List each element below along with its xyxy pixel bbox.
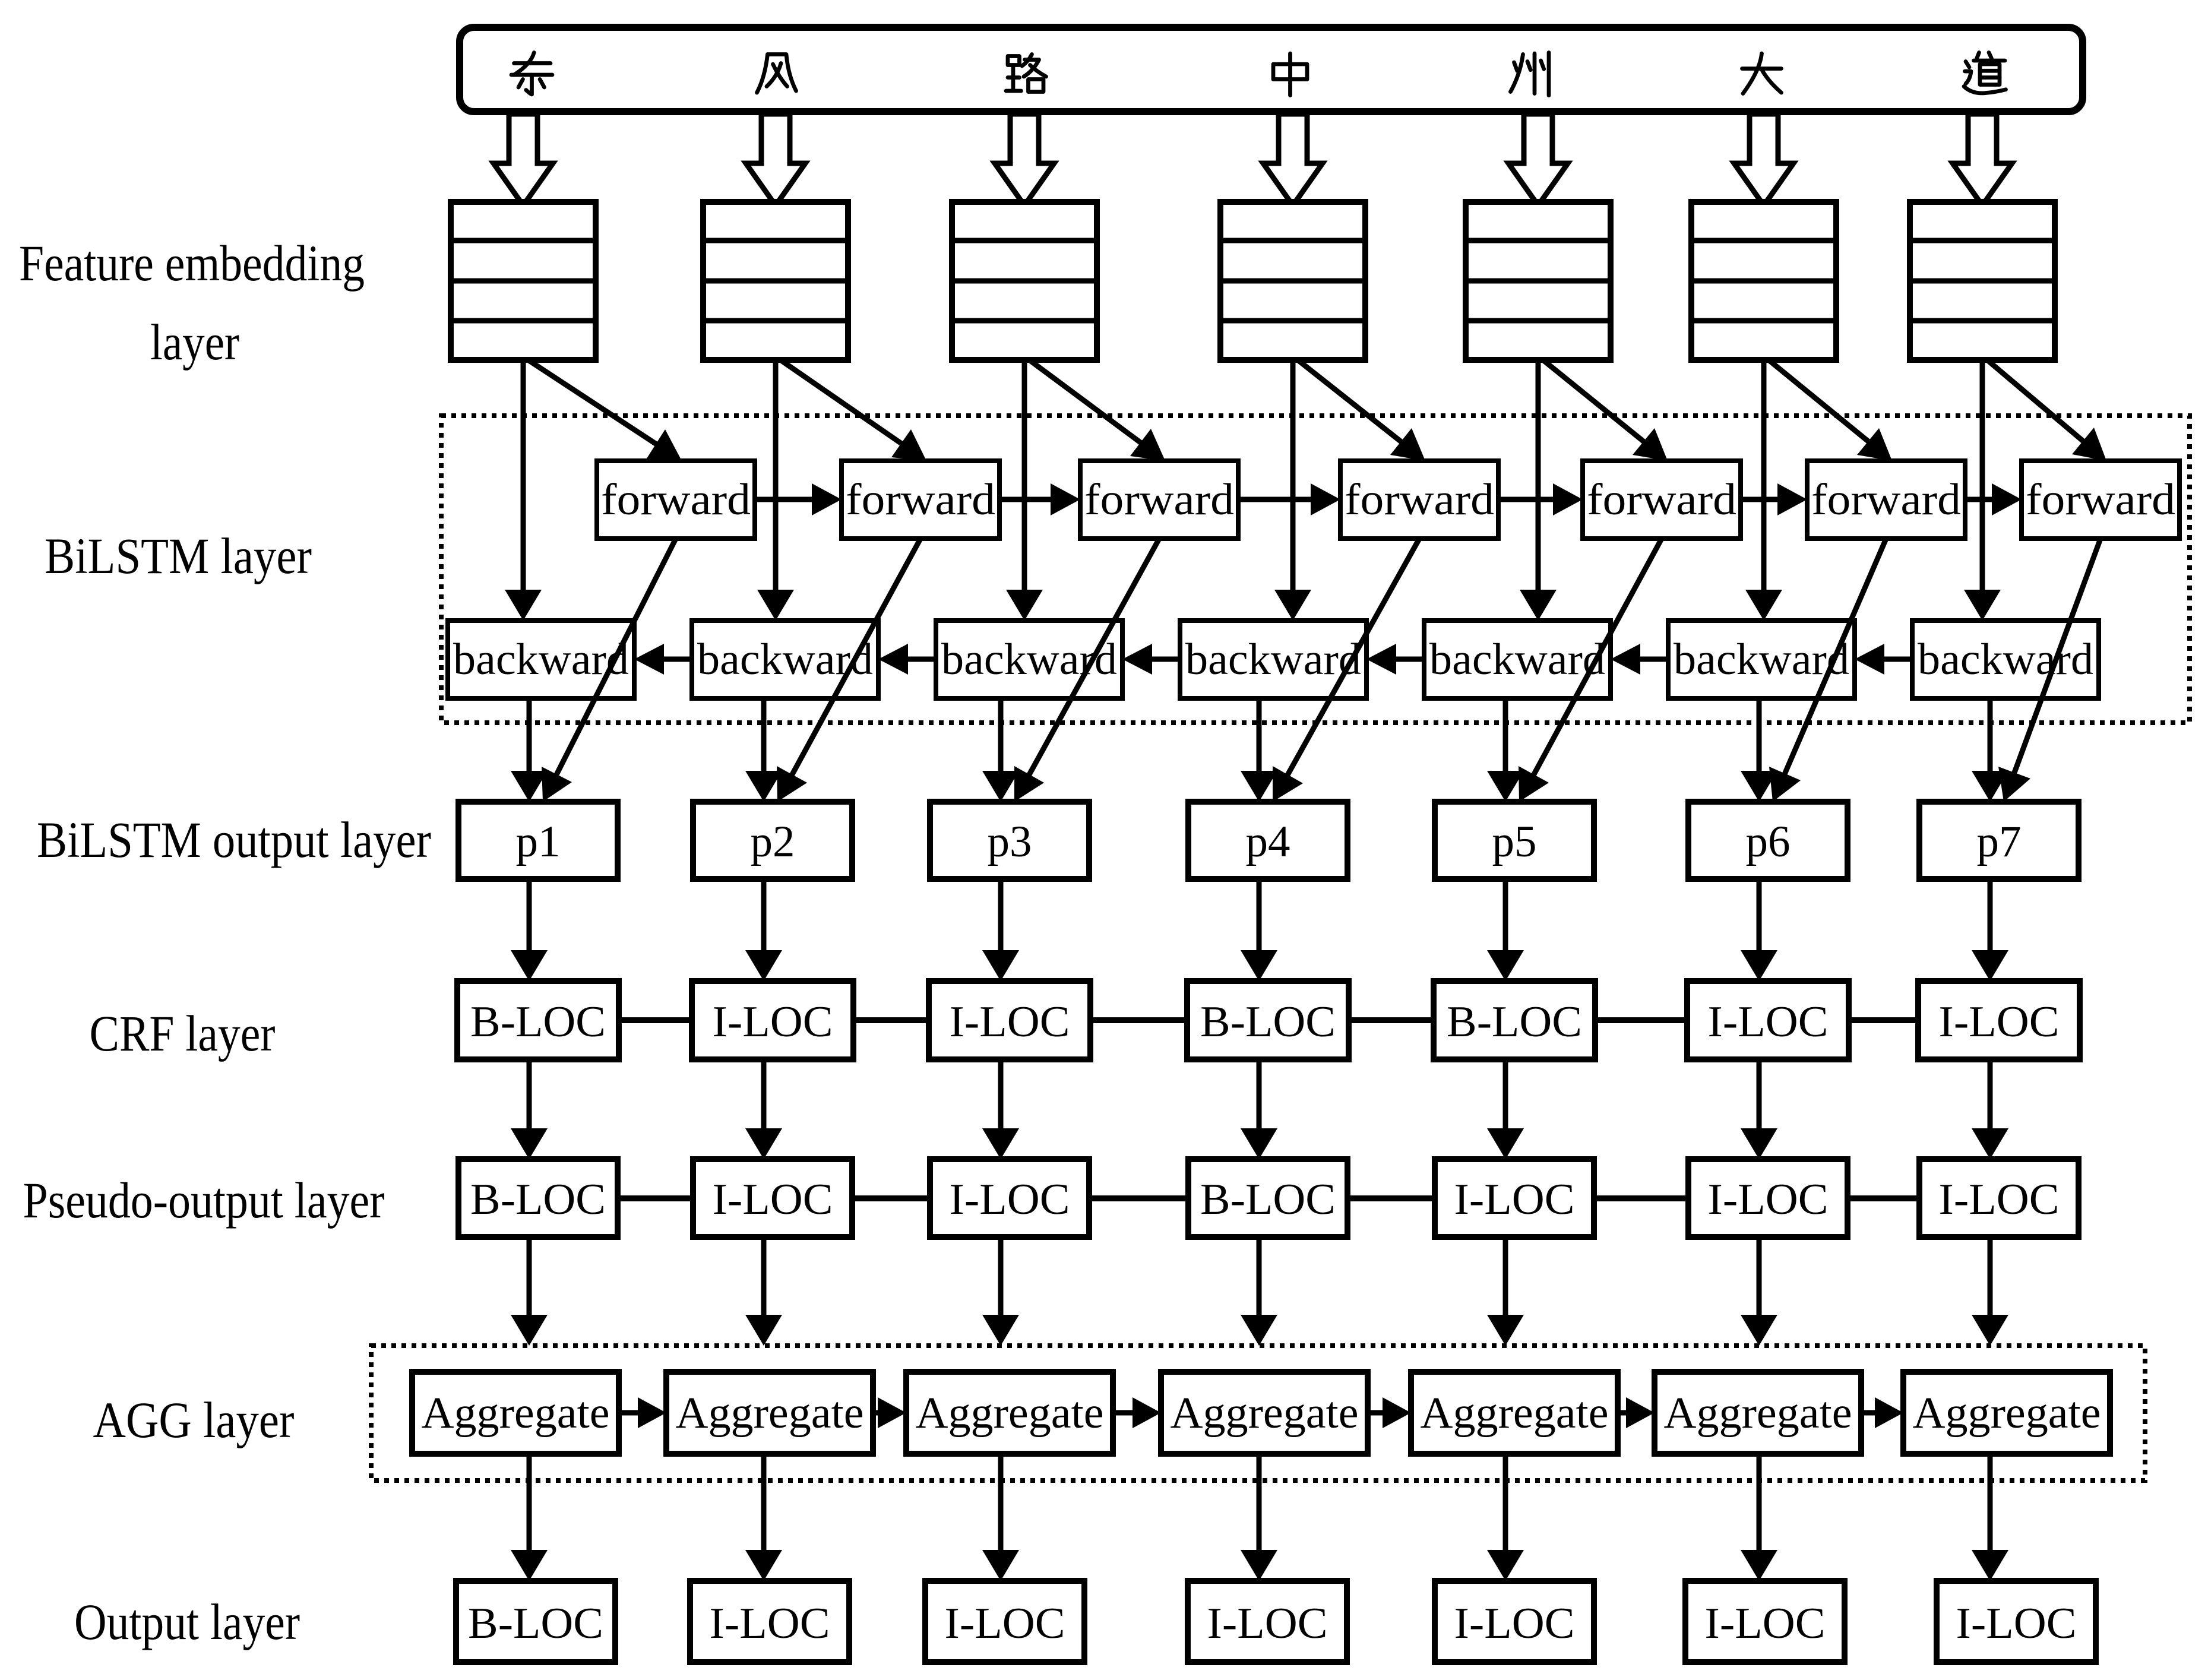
svg-text:p2: p2 (751, 817, 795, 866)
svg-text:p1: p1 (516, 817, 561, 866)
svg-text:BiLSTM output layer: BiLSTM output layer (37, 811, 431, 868)
svg-text:B-LOC: B-LOC (1447, 998, 1582, 1046)
svg-text:Aggregate: Aggregate (1913, 1388, 2101, 1438)
svg-text:backward: backward (1674, 635, 1849, 684)
svg-text:I-LOC: I-LOC (1454, 1175, 1575, 1224)
svg-text:I-LOC: I-LOC (1708, 998, 1829, 1046)
svg-text:Output layer: Output layer (74, 1593, 300, 1650)
svg-text:Aggregate: Aggregate (422, 1388, 610, 1438)
svg-text:Pseudo-output layer: Pseudo-output layer (23, 1172, 385, 1229)
svg-text:B-LOC: B-LOC (470, 1175, 606, 1224)
svg-text:I-LOC: I-LOC (710, 1599, 830, 1648)
svg-text:Aggregate: Aggregate (1421, 1388, 1609, 1438)
svg-text:forward: forward (846, 475, 995, 524)
svg-text:I-LOC: I-LOC (1708, 1175, 1829, 1224)
svg-text:forward: forward (601, 475, 751, 524)
svg-text:backward: backward (1185, 635, 1361, 684)
svg-text:backward: backward (941, 635, 1117, 684)
svg-text:CRF layer: CRF layer (90, 1005, 276, 1062)
svg-text:Aggregate: Aggregate (676, 1388, 864, 1438)
svg-text:I-LOC: I-LOC (713, 998, 833, 1046)
svg-text:backward: backward (1918, 635, 2093, 684)
svg-text:p5: p5 (1492, 817, 1537, 866)
svg-text:I-LOC: I-LOC (1454, 1599, 1575, 1648)
svg-text:backward: backward (453, 635, 629, 684)
svg-text:B-LOC: B-LOC (1200, 998, 1336, 1046)
svg-text:p4: p4 (1246, 817, 1290, 866)
svg-text:I-LOC: I-LOC (1939, 998, 2060, 1046)
svg-text:forward: forward (1811, 475, 1961, 524)
svg-text:Aggregate: Aggregate (916, 1388, 1104, 1438)
svg-text:Feature embedding: Feature embedding (19, 235, 365, 292)
svg-text:I-LOC: I-LOC (1705, 1599, 1826, 1648)
svg-text:I-LOC: I-LOC (713, 1175, 833, 1224)
svg-text:I-LOC: I-LOC (1207, 1599, 1328, 1648)
svg-text:forward: forward (2026, 475, 2175, 524)
svg-text:p3: p3 (988, 817, 1032, 866)
svg-text:forward: forward (1345, 475, 1494, 524)
svg-text:backward: backward (1429, 635, 1605, 684)
svg-text:BiLSTM layer: BiLSTM layer (45, 527, 312, 584)
svg-text:layer: layer (150, 314, 239, 371)
svg-text:p6: p6 (1746, 817, 1791, 866)
svg-text:forward: forward (1587, 475, 1736, 524)
svg-text:I-LOC: I-LOC (1956, 1599, 2077, 1648)
svg-text:p7: p7 (1977, 817, 2022, 866)
svg-text:I-LOC: I-LOC (950, 998, 1070, 1046)
svg-text:forward: forward (1084, 475, 1234, 524)
svg-text:I-LOC: I-LOC (945, 1599, 1065, 1648)
svg-text:B-LOC: B-LOC (1200, 1175, 1336, 1224)
svg-text:B-LOC: B-LOC (470, 998, 606, 1046)
svg-text:I-LOC: I-LOC (950, 1175, 1070, 1224)
svg-text:Aggregate: Aggregate (1664, 1388, 1852, 1438)
svg-text:B-LOC: B-LOC (468, 1599, 603, 1648)
svg-text:I-LOC: I-LOC (1939, 1175, 2060, 1224)
svg-text:AGG layer: AGG layer (93, 1391, 295, 1448)
svg-text:Aggregate: Aggregate (1171, 1388, 1359, 1438)
